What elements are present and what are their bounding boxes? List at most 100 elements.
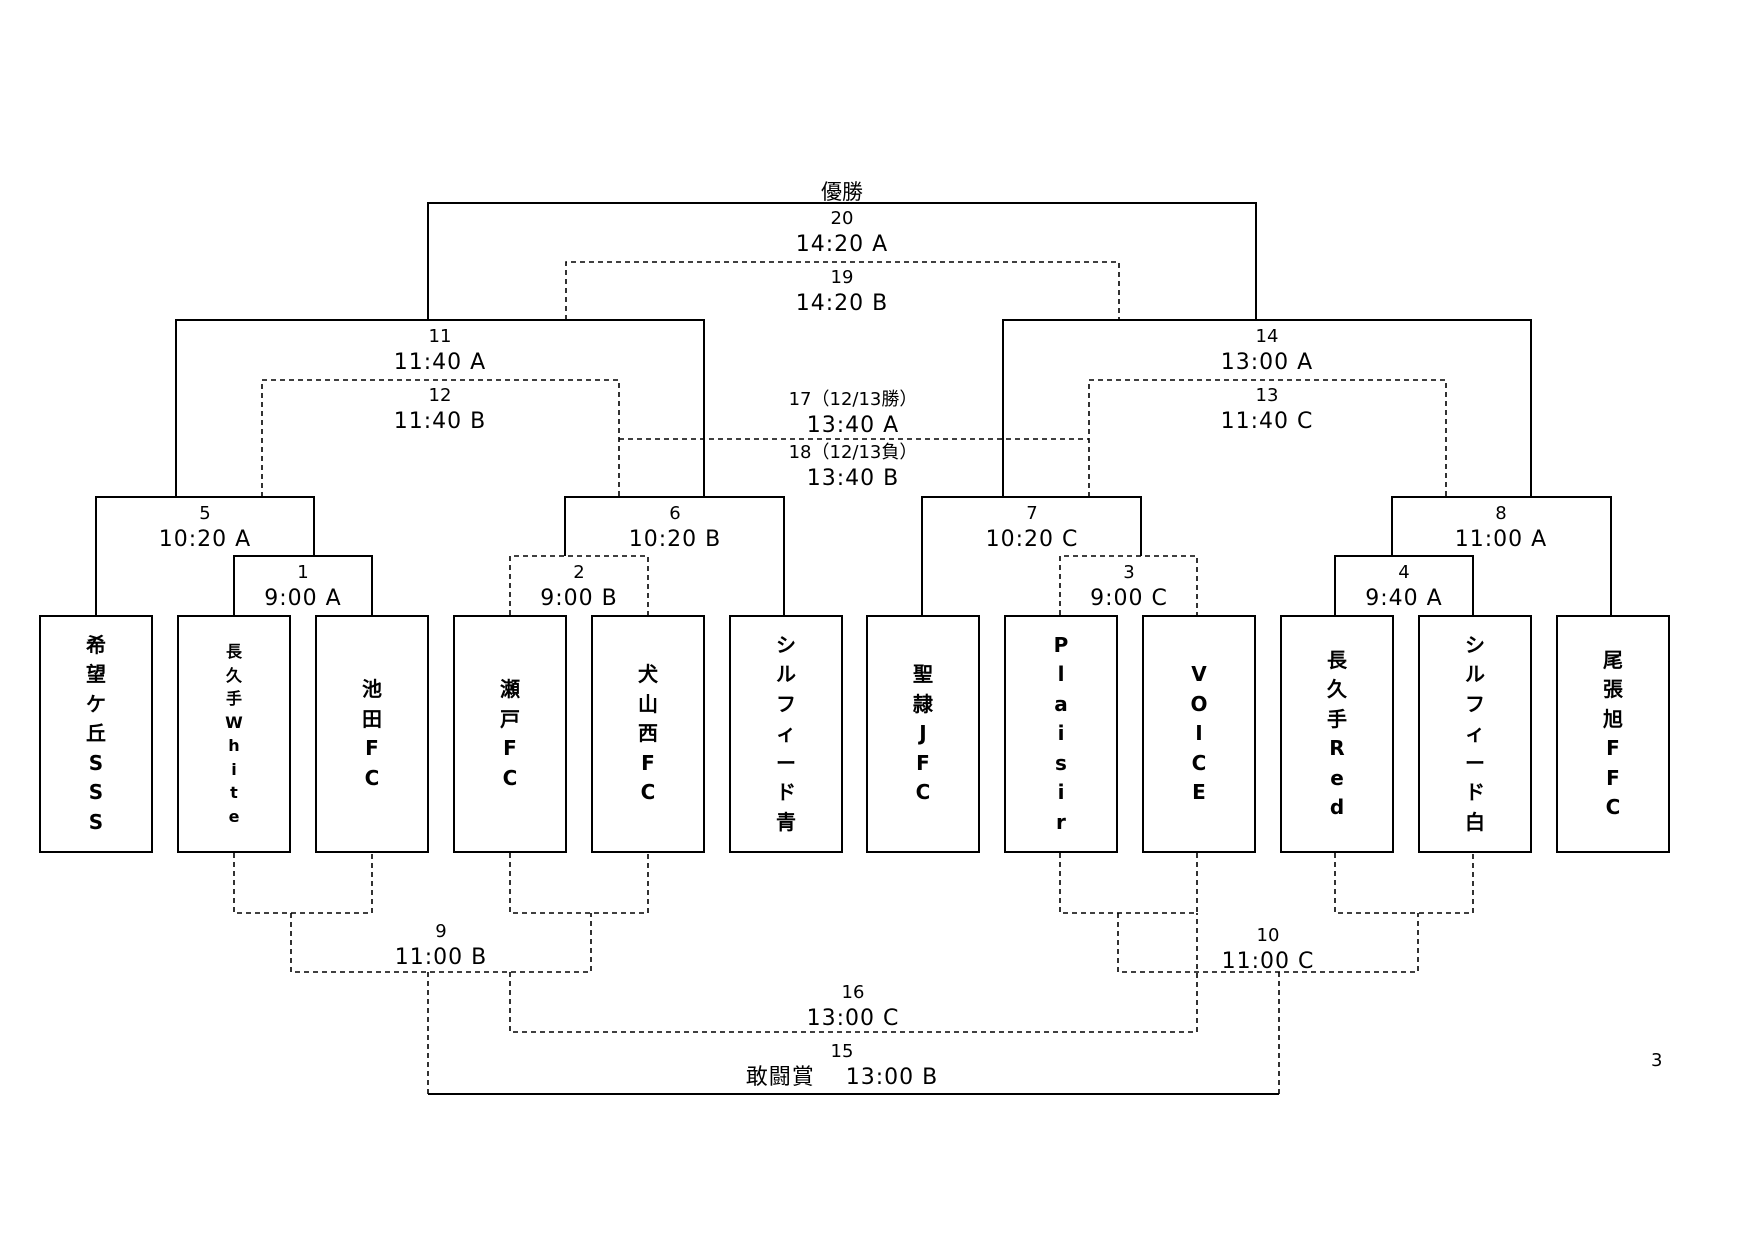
- line-match-14: [1002, 319, 1532, 497]
- match-number: 17（12/13勝）: [788, 389, 918, 410]
- line-match-3: [1059, 555, 1198, 615]
- match-label-4: 4 9:40 A: [1365, 561, 1442, 613]
- line-match-10-left: [1059, 853, 1198, 914]
- team-name-char: i: [1057, 721, 1065, 746]
- line-match-9: [290, 913, 592, 973]
- team-name-char: F: [641, 750, 655, 775]
- match-time: 敢闘賞 13:00 B: [745, 1065, 939, 1090]
- match-number: 10: [1256, 925, 1280, 946]
- team-box: シルフィード青: [729, 615, 843, 853]
- team-name-char: 久: [1327, 677, 1347, 701]
- team-name-char: 長: [1327, 647, 1347, 672]
- team-name-char: F: [1606, 736, 1620, 760]
- match-number: 4: [1398, 562, 1410, 583]
- line-match-2: [509, 555, 649, 615]
- team-name-char: 隷: [913, 691, 933, 716]
- line-match-9-right: [509, 853, 649, 914]
- line-match-6: [564, 496, 785, 615]
- team-name-char: 久: [225, 665, 242, 685]
- team-name-char: シ: [776, 632, 796, 657]
- match-number: 2: [573, 562, 585, 583]
- line-match-20: [427, 202, 1257, 320]
- team-name-char: C: [364, 765, 380, 790]
- match-time: 10:20 C: [985, 527, 1079, 552]
- team-name-char: 白: [1465, 809, 1485, 834]
- team-name: シルフィード白: [1465, 631, 1485, 838]
- team-name-char: ィ: [1465, 721, 1485, 746]
- match-time: 11:00 A: [1454, 527, 1548, 552]
- team-name-char: 手: [1327, 706, 1347, 731]
- team-name-char: C: [640, 780, 656, 805]
- match-label-17: 17（12/13勝）13:40 A: [789, 388, 918, 440]
- team-name-char: S: [88, 809, 104, 834]
- match-time: 10:20 A: [158, 527, 252, 552]
- line-match-11: [175, 319, 705, 497]
- line-match-19: [565, 261, 1120, 320]
- team-name-char: F: [916, 750, 930, 775]
- match-label-3: 3 9:00 C: [1090, 561, 1168, 613]
- line-match-4: [1334, 555, 1474, 615]
- team-name-char: i: [231, 759, 237, 779]
- team-name-char: シ: [1465, 632, 1485, 657]
- team-name-char: O: [1190, 691, 1208, 716]
- match-label-8: 8 11:00 A: [1455, 502, 1547, 554]
- team-name-char: 池: [362, 677, 382, 701]
- team-name-char: 長: [225, 642, 242, 661]
- line-match-8: [1391, 496, 1612, 615]
- team-name-char: R: [1329, 736, 1345, 760]
- team-name-char: e: [1330, 765, 1344, 790]
- match-label-10: 10 11:00 C: [1222, 924, 1315, 976]
- team-name-char: 瀬: [500, 677, 520, 701]
- match-label-18: 18（12/13負）13:40 B: [789, 441, 918, 493]
- match-number: 19: [830, 267, 854, 288]
- match-number: 13: [1255, 385, 1279, 406]
- page-number: 3: [1651, 1050, 1663, 1071]
- match-number: 12: [428, 385, 452, 406]
- match-number: 8: [1495, 503, 1507, 524]
- team-name: シルフィード青: [776, 631, 796, 838]
- line-match-1: [233, 555, 373, 615]
- match-time: 14:20 B: [795, 291, 889, 316]
- match-number: 6: [669, 503, 681, 524]
- team-name-char: フ: [1465, 691, 1485, 716]
- team-name-char: J: [919, 721, 927, 746]
- line-match-9-left: [233, 853, 373, 914]
- team-name-char: 西: [638, 721, 658, 746]
- team-name-char: ド: [1465, 780, 1485, 805]
- match-time: 13:00 C: [806, 1006, 900, 1031]
- team-name-char: i: [1057, 780, 1065, 805]
- match-time: 11:40 A: [393, 350, 487, 375]
- team-name-char: 旭: [1603, 706, 1623, 731]
- team-name-char: 聖: [913, 662, 933, 687]
- team-name-char: 丘: [86, 721, 106, 746]
- match-number: 15: [830, 1041, 854, 1062]
- line-match-7: [921, 496, 1142, 615]
- team-name-char: I: [1195, 721, 1203, 746]
- team-name-char: 青: [776, 809, 796, 834]
- match-time: 9:40 A: [1365, 586, 1443, 611]
- team-name-char: 手: [225, 689, 242, 708]
- line-match-10-right: [1334, 853, 1474, 914]
- team-name-char: 望: [86, 662, 106, 687]
- match-time: 11:00 C: [1221, 949, 1315, 974]
- match-time: 9:00 C: [1090, 586, 1168, 611]
- line-match-10: [1117, 913, 1419, 973]
- team-name-char: a: [1054, 691, 1068, 716]
- team-name-char: 戸: [500, 706, 520, 731]
- match-number: 3: [1123, 562, 1135, 583]
